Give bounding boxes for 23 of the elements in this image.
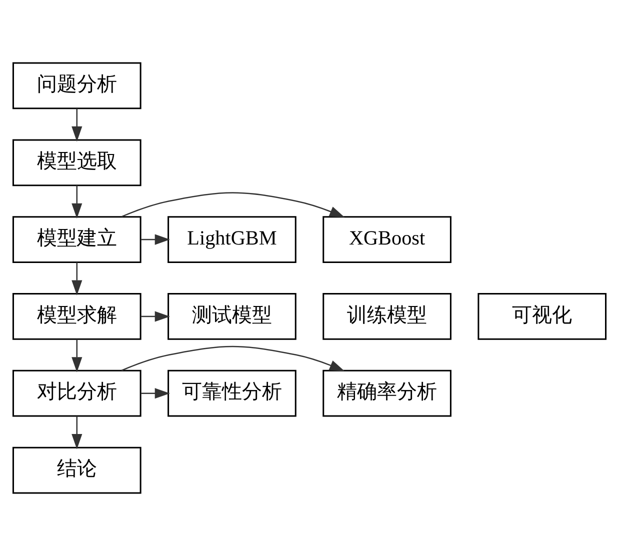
node-box: 模型建立 [12,216,142,262]
arrow [72,416,82,449]
arrow [72,108,82,142]
node-box: 训练模型 [322,292,452,340]
node-box: 结论 [12,446,142,494]
arrow [72,262,82,295]
arrow [72,184,82,218]
node-box: 对比分析 [12,369,142,416]
node-box: 模型选取 [12,138,142,186]
arrow [141,310,170,322]
node-box: 可靠性分析 [168,369,296,416]
arrow [121,192,345,217]
arrow [141,388,170,398]
arrow [121,345,345,371]
arrow [72,338,82,372]
node-box: 问题分析 [12,62,142,109]
node-box: 可视化 [478,292,607,340]
node-box: 测试模型 [168,292,296,340]
node-box: 模型求解 [12,292,142,340]
node-box: LightGBM [168,216,296,262]
node-box: XGBoost [322,216,452,262]
node-box: 精确率分析 [322,369,452,416]
arrow [141,234,170,244]
